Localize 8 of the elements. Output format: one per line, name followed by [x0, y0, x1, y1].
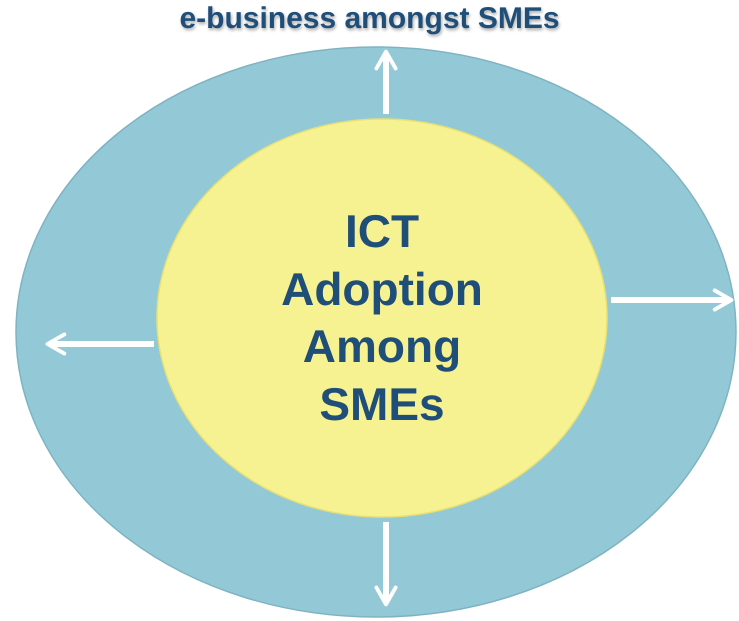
inner-ellipse	[156, 118, 608, 518]
arrow	[374, 50, 398, 114]
center-label: ICT Adoption Among SMEs	[280, 204, 484, 432]
diagram-title: e-business amongst SMEs	[179, 2, 560, 35]
arrow	[611, 288, 734, 312]
arrow	[46, 332, 154, 356]
arrow	[374, 522, 398, 606]
outer-ellipse	[15, 46, 737, 618]
